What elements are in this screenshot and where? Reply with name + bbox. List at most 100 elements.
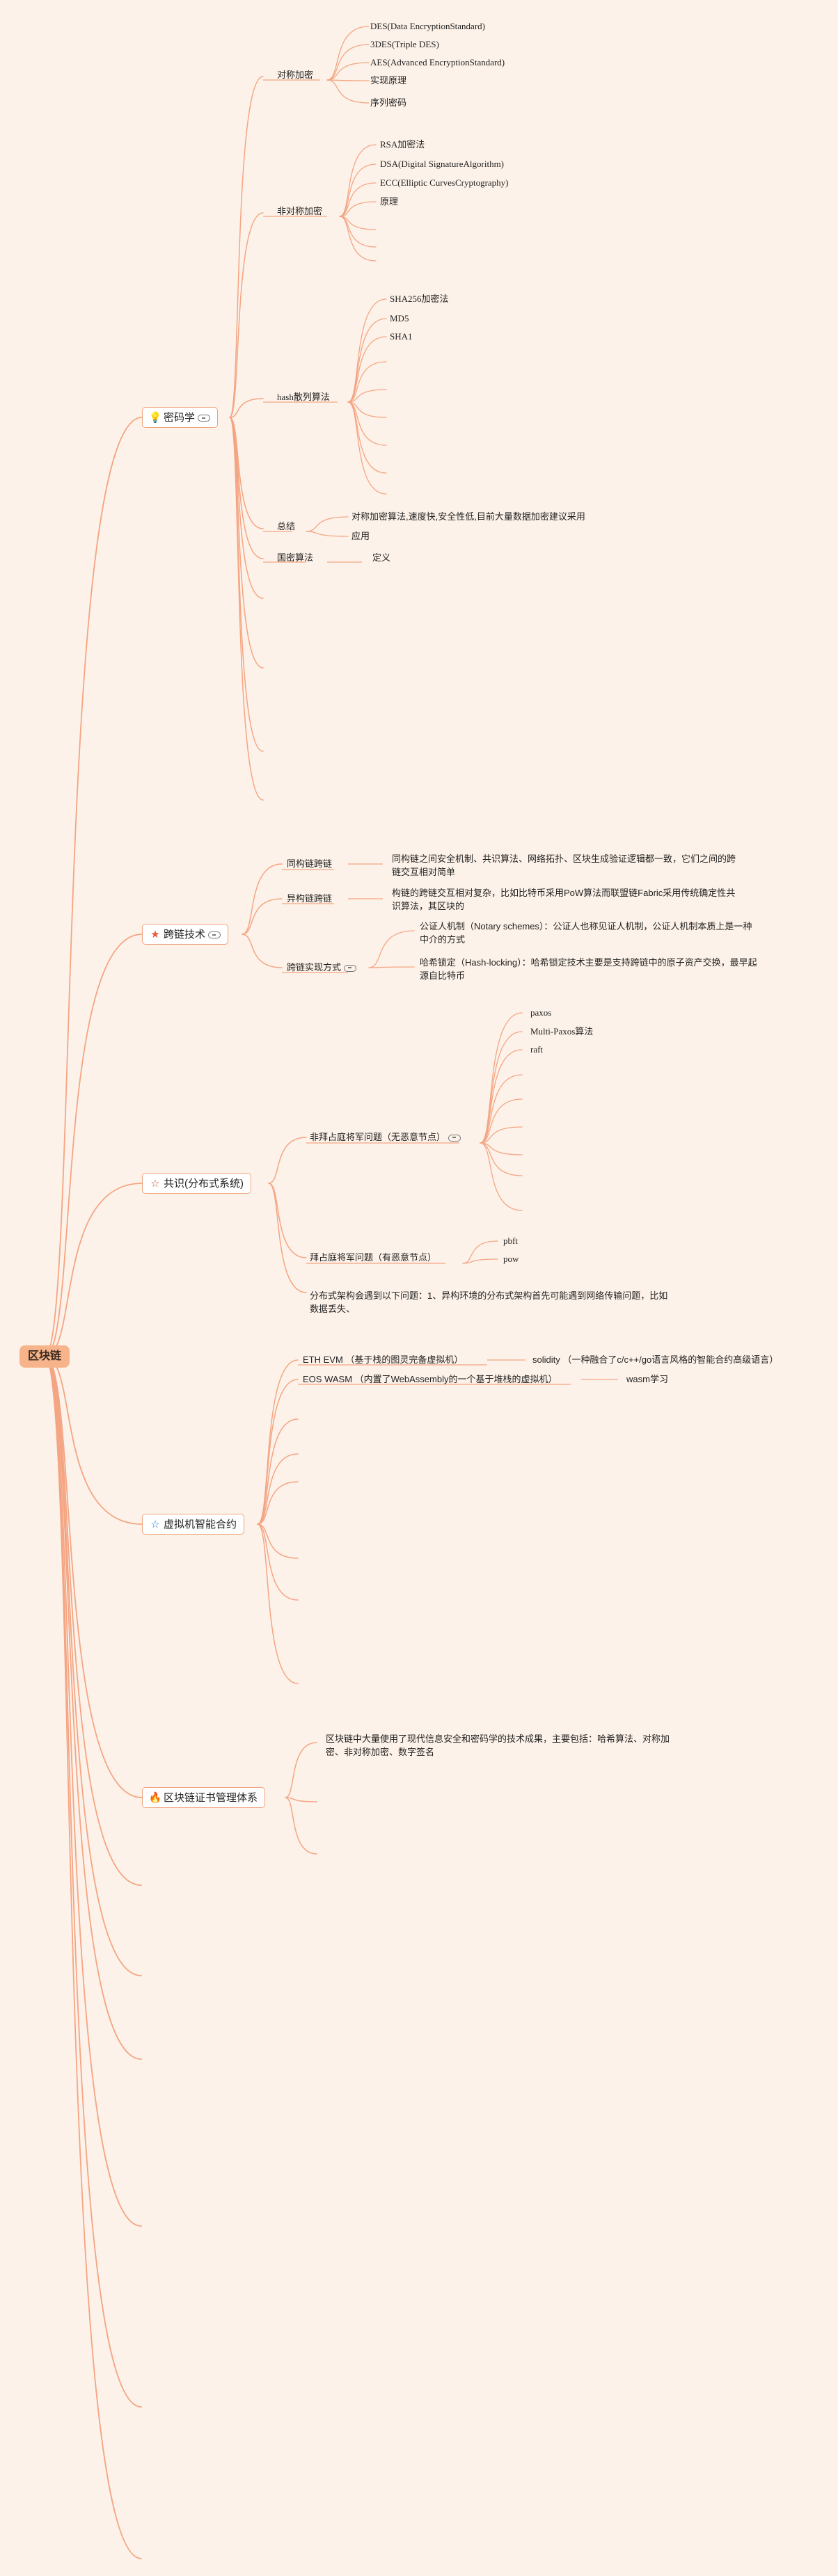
root-connector	[44, 1356, 142, 2060]
byzantine-problem[interactable]: 拜占庭将军问题（有恶意节点）	[310, 1252, 437, 1263]
guomi-algorithm[interactable]: 国密算法	[277, 552, 314, 563]
topic-connector	[257, 1453, 299, 1525]
branch-connector	[339, 216, 377, 262]
topic-connector	[257, 1523, 299, 1684]
heterogeneous-crosschain[interactable]: 异构链跨链	[287, 893, 333, 904]
consensus-algorithm[interactable]: pow	[503, 1254, 519, 1264]
wasm-study[interactable]: wasm学习	[626, 1374, 668, 1384]
homogeneous-crosschain[interactable]: 同构链跨链	[287, 858, 333, 869]
root-connector	[44, 1356, 142, 2227]
consensus-algorithm[interactable]: paxos	[530, 1007, 552, 1018]
branch-connector	[480, 1142, 523, 1176]
asymmetric-item[interactable]: ECC(Elliptic CurvesCryptography)	[380, 177, 509, 188]
branch-connector	[368, 930, 415, 968]
topic-connector	[257, 1523, 299, 1559]
topic-connector	[268, 1183, 307, 1293]
asymmetric-encryption[interactable]: 非对称加密	[277, 206, 323, 216]
cert-desc[interactable]: 区块链中大量使用了现代信息安全和密码学的技术成果，主要包括：哈希算法、对称加密、…	[326, 1734, 670, 1757]
topic-crosschain[interactable]: ★跨链技术	[142, 924, 229, 945]
distributed-problems-note[interactable]: 分布式架构会遇到以下问题：1、异构环境的分布式架构首先可能遇到网络传输问题，比如…	[310, 1290, 668, 1314]
topic-connector	[268, 1137, 307, 1184]
topic-cryptography[interactable]: 💡密码学	[142, 407, 219, 428]
branch-connector	[347, 336, 387, 403]
root-connector	[44, 1356, 142, 2408]
solidity[interactable]: solidity （一种融合了c/c++/go语言风格的智能合约高级语言）	[532, 1354, 779, 1365]
branch-connector	[347, 318, 387, 403]
branch-connector	[462, 1240, 498, 1264]
topic-connector	[257, 1481, 299, 1525]
link-icon[interactable]	[448, 1134, 461, 1142]
hash-item[interactable]: MD5	[390, 313, 409, 323]
eth-evm[interactable]: ETH EVM （基于栈的图灵完备虚拟机）	[303, 1354, 464, 1365]
fire-icon: 🔥	[148, 1792, 162, 1804]
branch-connector	[480, 1098, 523, 1144]
branch-connector	[347, 389, 387, 403]
topic-connector	[285, 1742, 317, 1798]
summary-item[interactable]: 对称加密算法,速度快,安全性低,目前大量数据加密建议采用	[351, 511, 585, 522]
topic-connector	[257, 1359, 299, 1525]
topic-connector	[229, 212, 264, 418]
asymmetric-item[interactable]: RSA加密法	[380, 139, 425, 150]
link-icon[interactable]	[208, 931, 221, 939]
star-icon: ★	[150, 929, 160, 941]
branch-connector	[347, 361, 387, 403]
eos-wasm[interactable]: EOS WASM （内置了WebAssembly的一个基于堆栈的虚拟机）	[303, 1374, 558, 1384]
branch-connector	[339, 201, 377, 217]
branch-connector	[347, 401, 387, 418]
symmetric-encryption[interactable]: 对称加密	[277, 70, 314, 80]
branch-connector	[347, 298, 387, 403]
topic-connector	[242, 898, 283, 935]
branch-connector	[368, 966, 415, 968]
link-icon[interactable]	[198, 415, 211, 422]
branch-connector	[480, 1074, 523, 1144]
topic-connector	[257, 1523, 299, 1601]
branch-connector	[339, 216, 377, 230]
consensus-algorithm[interactable]: pbft	[503, 1235, 518, 1246]
topic-cryptography-label: 密码学	[164, 412, 196, 424]
branch-connector	[480, 1049, 523, 1144]
hash-algorithm[interactable]: hash散列算法	[277, 392, 330, 402]
symmetric-item[interactable]: 3DES(Triple DES)	[370, 39, 439, 49]
asymmetric-item[interactable]: DSA(Digital SignatureAlgorithm)	[380, 159, 505, 169]
root-connector	[44, 417, 143, 1357]
asymmetric-item[interactable]: 原理	[380, 196, 399, 207]
hash-item[interactable]: SHA1	[390, 331, 413, 342]
summary-item[interactable]: 应用	[351, 531, 370, 541]
non-byzantine-label: 非拜占庭将军问题（无恶意节点）	[310, 1132, 446, 1142]
symmetric-item[interactable]: 序列密码	[370, 97, 407, 108]
branch-connector	[339, 163, 377, 217]
topic-connector	[285, 1797, 317, 1855]
star-outline-icon: ☆	[150, 1178, 160, 1190]
branch-connector	[326, 79, 370, 81]
notary-scheme[interactable]: 公证人机制（Notary schemes）：公证人也称见证人机制，公证人机制本质…	[420, 921, 752, 945]
topic-consensus-label: 共识(分布式系统)	[164, 1178, 244, 1190]
summary[interactable]: 总结	[277, 521, 296, 531]
topic-connector	[257, 1379, 299, 1525]
link-icon[interactable]	[344, 964, 357, 972]
topic-cert-management[interactable]: 🔥区块链证书管理体系	[142, 1787, 266, 1808]
branch-connector	[339, 182, 377, 217]
consensus-algorithm[interactable]: Multi-Paxos算法	[530, 1026, 594, 1037]
topic-connector	[257, 1418, 299, 1525]
non-byzantine-problem[interactable]: 非拜占庭将军问题（无恶意节点）	[310, 1132, 461, 1143]
hash-item[interactable]: SHA256加密法	[390, 294, 449, 304]
topic-connector	[229, 76, 264, 418]
topic-connector	[229, 398, 264, 418]
root-connector	[44, 1356, 142, 2559]
topic-consensus[interactable]: ☆ 共识(分布式系统)	[142, 1173, 251, 1194]
root-connector	[44, 1356, 143, 1798]
topic-vm-smart-contract[interactable]: ☆虚拟机智能合约	[142, 1514, 245, 1535]
consensus-algorithm[interactable]: raft	[530, 1044, 544, 1055]
guomi-item[interactable]: 定义	[372, 552, 391, 563]
symmetric-item[interactable]: AES(Advanced EncryptionStandard)	[370, 57, 505, 67]
symmetric-item[interactable]: 实现原理	[370, 75, 407, 86]
root-node[interactable]: 区块链	[19, 1345, 70, 1368]
branch-connector	[339, 144, 377, 217]
symmetric-item[interactable]: DES(Data EncryptionStandard)	[370, 21, 485, 31]
branch-connector	[306, 531, 349, 537]
hash-locking[interactable]: 哈希锁定（Hash-locking）：哈希锁定技术主要是支持跨链中的原子资产交换…	[420, 957, 757, 981]
crosschain-methods[interactable]: 跨链实现方式	[287, 962, 357, 973]
root-connector	[44, 1356, 142, 1886]
root-connector	[44, 934, 143, 1357]
